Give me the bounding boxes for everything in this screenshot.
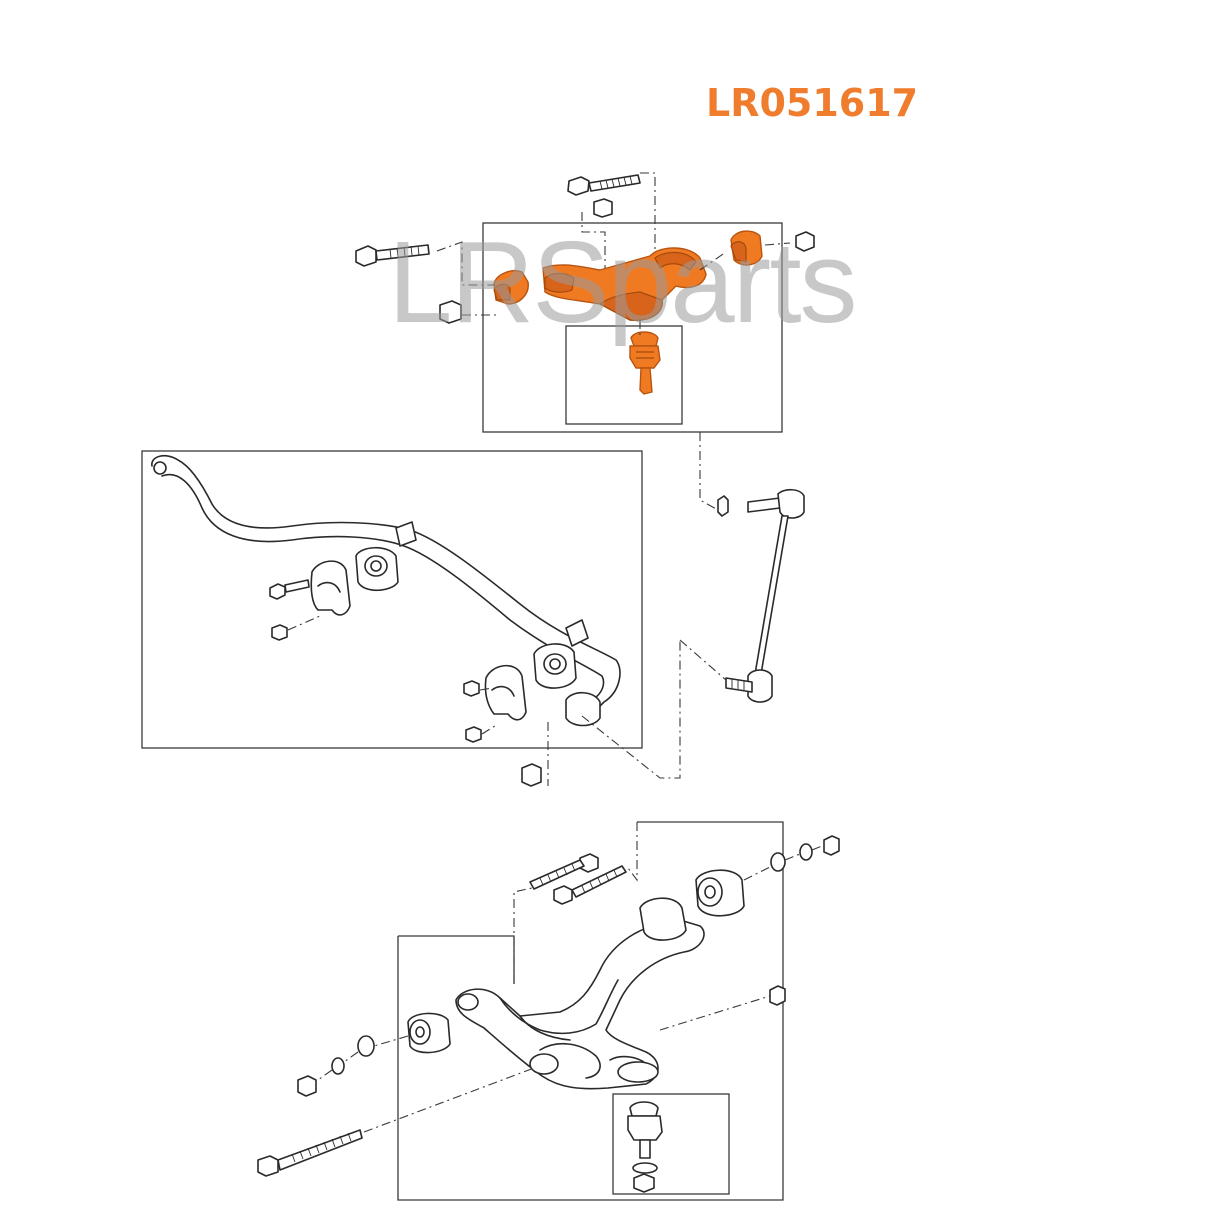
stabilizer-clamp-nut-lower-a [463, 680, 480, 697]
upper-arm-group-frame [482, 222, 783, 433]
lower-arm-washer-left-b [331, 1057, 345, 1075]
lower-arm-group-frame [397, 821, 784, 1201]
upper-arm-right-nut [795, 231, 815, 252]
lower-arm-nut-mid-right [769, 985, 786, 1006]
part-number-label: LR051617 [706, 81, 919, 125]
lower-ball-joint-frame [612, 1093, 730, 1195]
stabilizer-clamp-upper [310, 560, 351, 616]
stabilizer-bar-assembly [141, 450, 727, 787]
stabilizer-clamp-lower [484, 664, 527, 721]
lower-ball-joint-nut [633, 1173, 655, 1193]
stabilizer-clamp-bolt-upper [269, 579, 310, 600]
upper-ball-joint-frame [565, 325, 683, 425]
lower-control-arm [455, 919, 705, 1090]
stabilizer-bar-collar [395, 521, 417, 547]
lower-arm-washer-right-b [799, 843, 813, 861]
lower-ball-joint [627, 1101, 663, 1193]
lower-arm-nut-right [823, 835, 840, 856]
stabilizer-bar-end-bushing [565, 691, 601, 727]
lower-ball-joint-circlip [632, 1162, 658, 1174]
upper-control-arm-highlight [493, 230, 763, 321]
upper-arm-left-bolt [355, 244, 430, 267]
leader-line [640, 172, 656, 250]
stabilizer-link-washer [717, 495, 729, 517]
stabilizer-clamp-nut-upper [271, 624, 288, 641]
lower-arm-long-bolt [257, 1129, 363, 1177]
stabilizer-bushing-lower [533, 643, 577, 689]
lower-arm-washer-left-a [357, 1035, 375, 1057]
stabilizer-bushing-upper [355, 546, 399, 592]
upper-arm-left-nut [439, 300, 462, 324]
upper-arm-top-bolt [567, 174, 641, 196]
stabilizer-bar [151, 454, 621, 713]
lower-arm-washer-right-a [770, 852, 786, 872]
stabilizer-link [717, 488, 805, 703]
upper-arm-assembly [355, 172, 815, 511]
upper-ball-joint-highlight [629, 331, 661, 395]
upper-arm-spacer [593, 198, 613, 218]
stabilizer-bar-group-frame [141, 450, 643, 749]
lower-arm-bushing-rear [639, 869, 745, 941]
lower-arm-bushing-front [407, 1012, 451, 1054]
lower-arm-assembly [257, 821, 840, 1201]
stabilizer-bar-end-eye [153, 461, 167, 475]
stabilizer-clamp-nut-lower-b [465, 726, 482, 743]
lower-arm-bolt-b [553, 865, 627, 905]
lower-arm-bolt-a [529, 853, 599, 890]
lower-arm-nut-left [297, 1075, 317, 1097]
stabilizer-end-nut [521, 763, 542, 787]
